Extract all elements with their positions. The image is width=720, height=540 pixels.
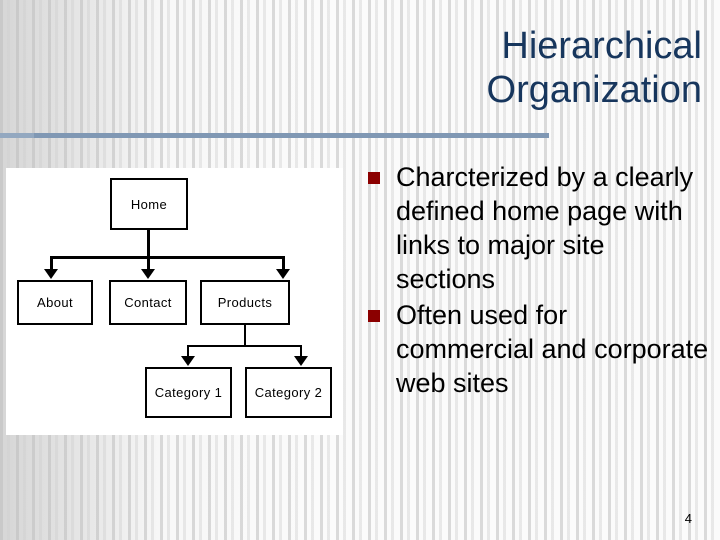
arrowhead-contact-icon <box>141 269 155 279</box>
diagram-node-contact[interactable]: Contact <box>109 280 187 325</box>
diagram-node-products[interactable]: Products <box>200 280 290 325</box>
page-title: Hierarchical Organization <box>486 25 702 111</box>
list-item: Charcterized by a clearly defined home p… <box>362 160 710 296</box>
bullet-text: Charcterized by a clearly defined home p… <box>396 162 694 294</box>
arrowhead-about-icon <box>44 269 58 279</box>
diagram-node-category1[interactable]: Category 1 <box>145 367 232 418</box>
square-bullet-icon <box>368 172 380 184</box>
bullet-text: Often used for commercial and corporate … <box>396 300 709 398</box>
edge-home-contact-drop <box>147 256 150 272</box>
arrowhead-category2-icon <box>294 356 308 366</box>
diagram-node-home[interactable]: Home <box>110 178 188 230</box>
hierarchy-diagram: Home About Contact Products Category 1 C… <box>6 168 343 435</box>
title-divider-rule <box>0 133 549 138</box>
edge-home-stem <box>147 230 150 258</box>
edge-products-cat1-drop <box>187 345 189 359</box>
edge-home-about-drop <box>50 256 53 272</box>
edge-home-products-drop <box>282 256 285 272</box>
edge-products-stem <box>244 325 246 347</box>
arrowhead-products-icon <box>276 269 290 279</box>
diagram-node-about[interactable]: About <box>17 280 93 325</box>
diagram-node-category2[interactable]: Category 2 <box>245 367 332 418</box>
edge-products-cat2-drop <box>300 345 302 359</box>
square-bullet-icon <box>368 310 380 322</box>
page-number: 4 <box>684 511 692 526</box>
title-divider-cap <box>0 133 34 138</box>
bullet-list: Charcterized by a clearly defined home p… <box>362 160 710 402</box>
list-item: Often used for commercial and corporate … <box>362 298 710 400</box>
edge-products-bus <box>187 345 302 347</box>
edge-home-bus <box>50 256 285 259</box>
arrowhead-category1-icon <box>181 356 195 366</box>
